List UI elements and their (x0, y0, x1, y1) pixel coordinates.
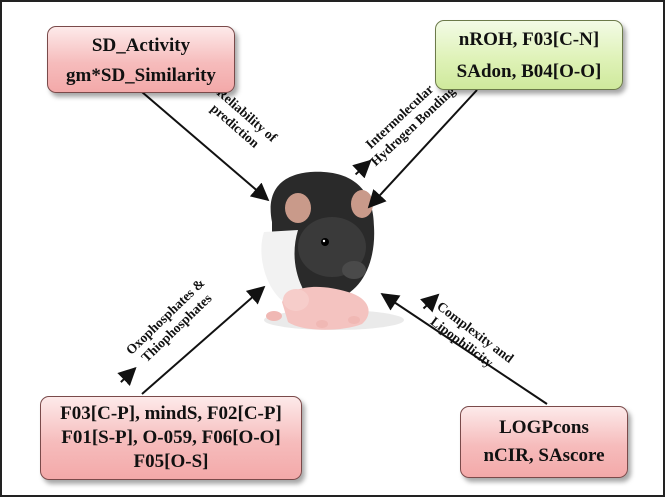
box-top-right-line-1: nROH, F03[C-N] (458, 29, 600, 50)
arrow-bottom-right (380, 293, 548, 405)
label-group-bottom-left: Oxophosphates & Thiophosphates (117, 275, 215, 386)
box-top-left-line-1: SD_Activity (91, 35, 191, 56)
box-bottom-right-line-2: nCIR, SAscore (483, 445, 605, 466)
trend-arrow-up (352, 159, 372, 179)
box-bottom-right: LOGPcons nCIR, SAscore (460, 406, 628, 478)
box-top-right-line-2: SAdon, B04[O-O] (456, 61, 602, 82)
arrow-top-right (367, 89, 478, 209)
arrow-bottom-left (141, 285, 266, 395)
box-bottom-right-line-1: LOGPcons (499, 417, 589, 438)
box-bottom-left-line-3: F05[O-S] (133, 451, 209, 472)
box-bottom-left-line-2: F01[S-P], O-059, F06[O-O] (61, 427, 281, 448)
label-group-bottom-right: Complexity and Lipophilicity (420, 293, 517, 370)
box-bottom-left-line-1: F03[C-P], mindS, F02[C-P] (60, 403, 282, 424)
box-top-left-line-2: gm*SD_Similarity (66, 65, 216, 86)
trend-arrow-up (117, 366, 137, 386)
box-top-right: nROH, F03[C-N] SAdon, B04[O-O] (435, 20, 623, 90)
box-bottom-left: F03[C-P], mindS, F02[C-P] F01[S-P], O-05… (40, 396, 302, 480)
trend-arrow-up (420, 293, 440, 313)
rat-illustration (261, 171, 404, 330)
box-top-left: SD_Activity gm*SD_Similarity (47, 26, 235, 93)
arrow-top-left (141, 91, 270, 202)
